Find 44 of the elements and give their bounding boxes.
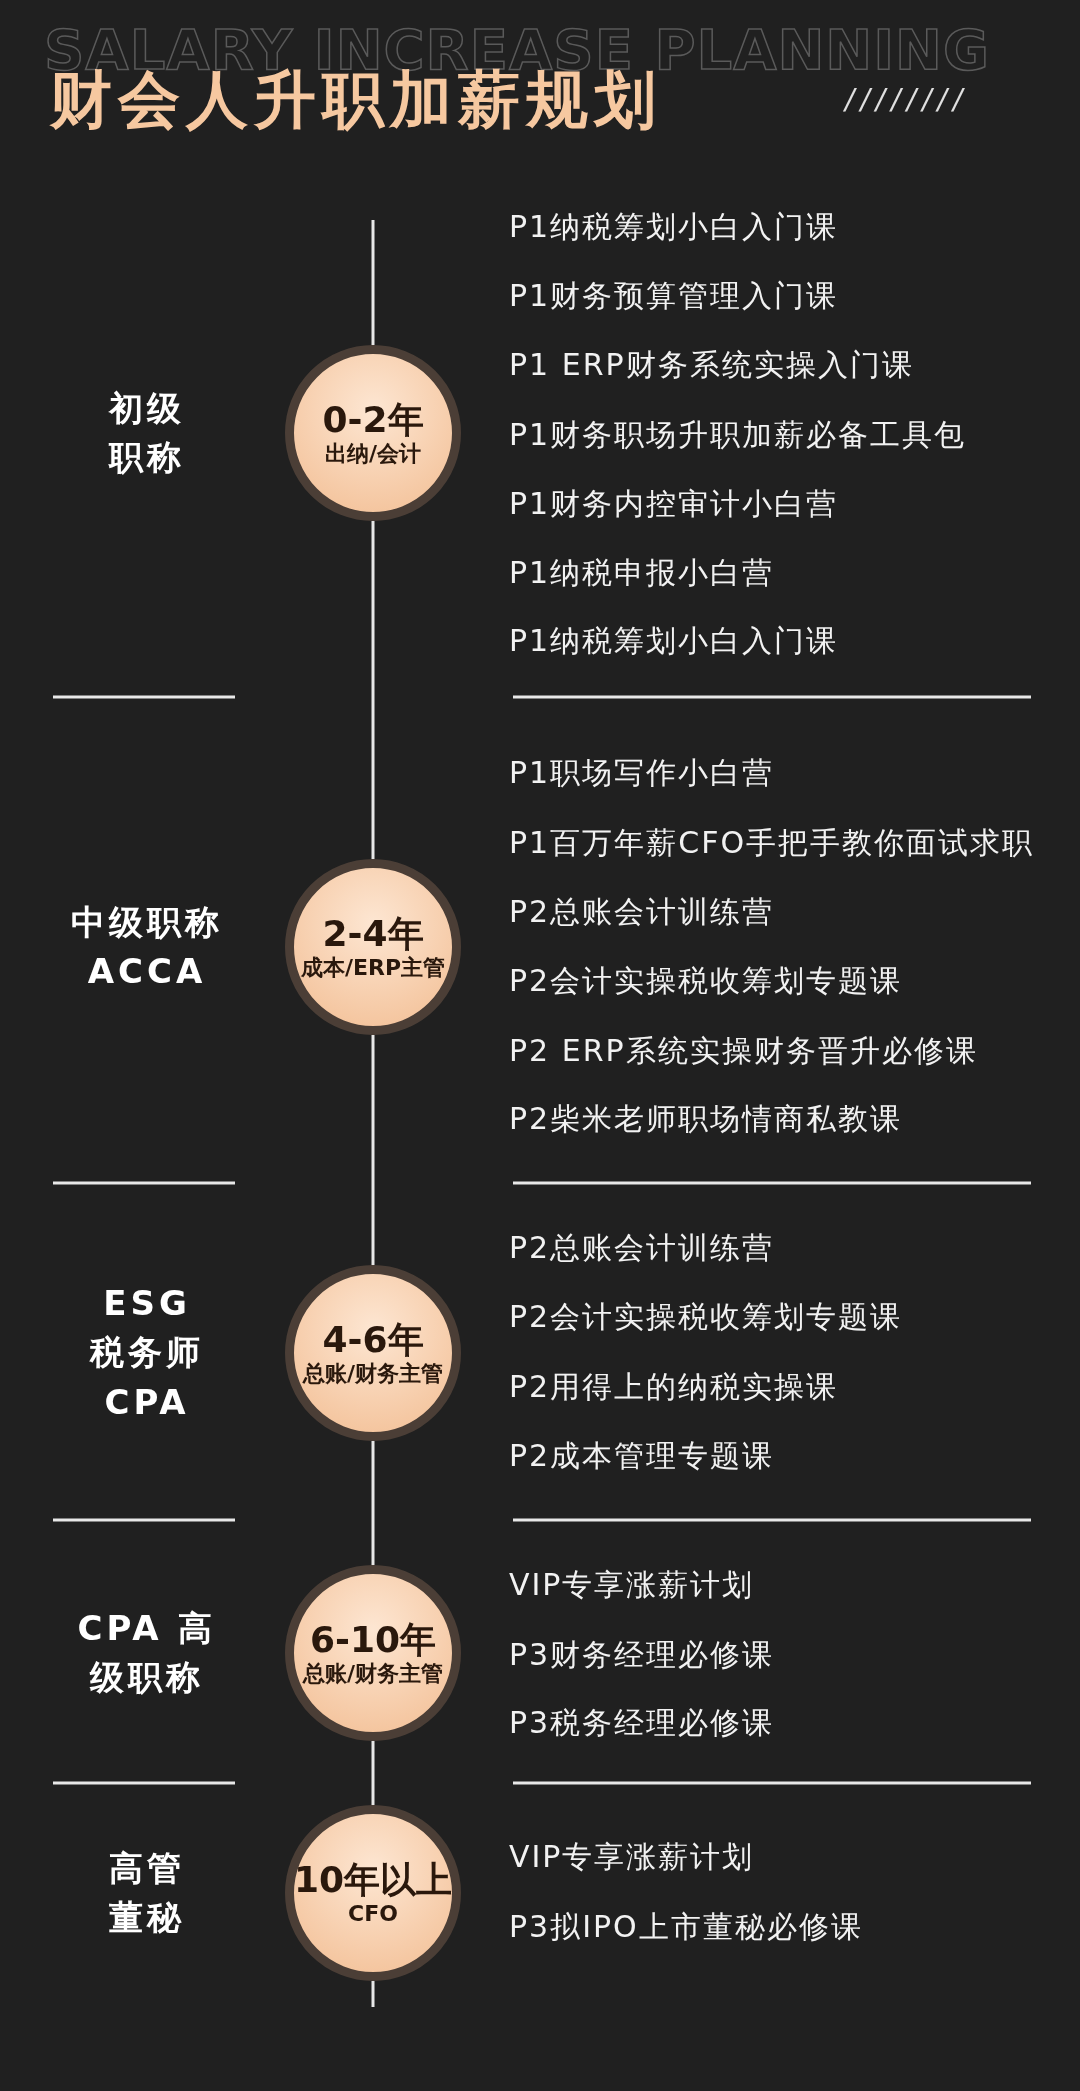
level-text: ESG 税务师 CPA (88, 1282, 205, 1424)
role-text: 成本/ERP主管 (300, 954, 446, 981)
year-range-text: 2-4年 (322, 913, 424, 955)
course-text: P1 ERP财务系统实操入门课 (509, 347, 914, 383)
course-text: VIP专享涨薪计划 (509, 1839, 755, 1875)
course-text: P1百万年薪CFO手把手教你面试求职 (509, 825, 1034, 861)
year-range-text: 10年以上 (293, 1859, 453, 1901)
timeline-line (371, 220, 375, 345)
course-text: P1职场写作小白营 (509, 755, 775, 791)
course-text: P2成本管理专题课 (509, 1438, 775, 1474)
role-text: 总账/财务主管 (302, 1660, 443, 1687)
course-text: P1纳税筹划小白入门课 (509, 623, 839, 659)
level-text: 初级职称 (107, 386, 186, 479)
slash-decoration: //////// (845, 86, 969, 114)
course-text: P1纳税申报小白营 (509, 555, 775, 591)
timeline-line (371, 1441, 375, 1565)
course-text: P1财务预算管理入门课 (509, 278, 839, 314)
timeline-line (371, 1981, 375, 2007)
course-text: P3财务经理必修课 (509, 1637, 775, 1673)
level-text: 高管董秘 (108, 1846, 186, 1939)
course-text: P3税务经理必修课 (509, 1705, 775, 1741)
year-range-text: 0-2年 (322, 399, 424, 441)
course-text: VIP专享涨薪计划 (509, 1567, 755, 1603)
course-text: P1财务职场升职加薪必备工具包 (509, 417, 967, 453)
course-text: P2总账会计训练营 (509, 894, 775, 930)
course-text: P2会计实操税收筹划专题课 (509, 963, 903, 999)
course-text: P2总账会计训练营 (509, 1230, 775, 1266)
course-text: P2会计实操税收筹划专题课 (509, 1299, 903, 1335)
timeline-line (371, 1741, 375, 1805)
year-range-text: 6-10年 (309, 1619, 437, 1661)
role-text: 总账/财务主管 (302, 1360, 443, 1387)
course-text: P1财务内控审计小白营 (509, 486, 839, 522)
level-text: 中级职称 ACCA (70, 900, 224, 993)
course-text: P1纳税筹划小白入门课 (509, 209, 839, 245)
role-text: CFO (348, 1900, 398, 1927)
course-text: P2柴米老师职场情商私教课 (509, 1101, 903, 1137)
course-text: P2 ERP系统实操财务晋升必修课 (509, 1033, 978, 1069)
role-text: 出纳/会计 (324, 440, 421, 467)
year-range-text: 4-6年 (322, 1319, 424, 1361)
course-text: P3拟IPO上市董秘必修课 (509, 1909, 863, 1945)
course-text: P2用得上的纳税实操课 (509, 1369, 839, 1405)
level-text: CPA 高级职称 (76, 1606, 218, 1699)
timeline-line (371, 521, 375, 859)
timeline-line (371, 1035, 375, 1265)
